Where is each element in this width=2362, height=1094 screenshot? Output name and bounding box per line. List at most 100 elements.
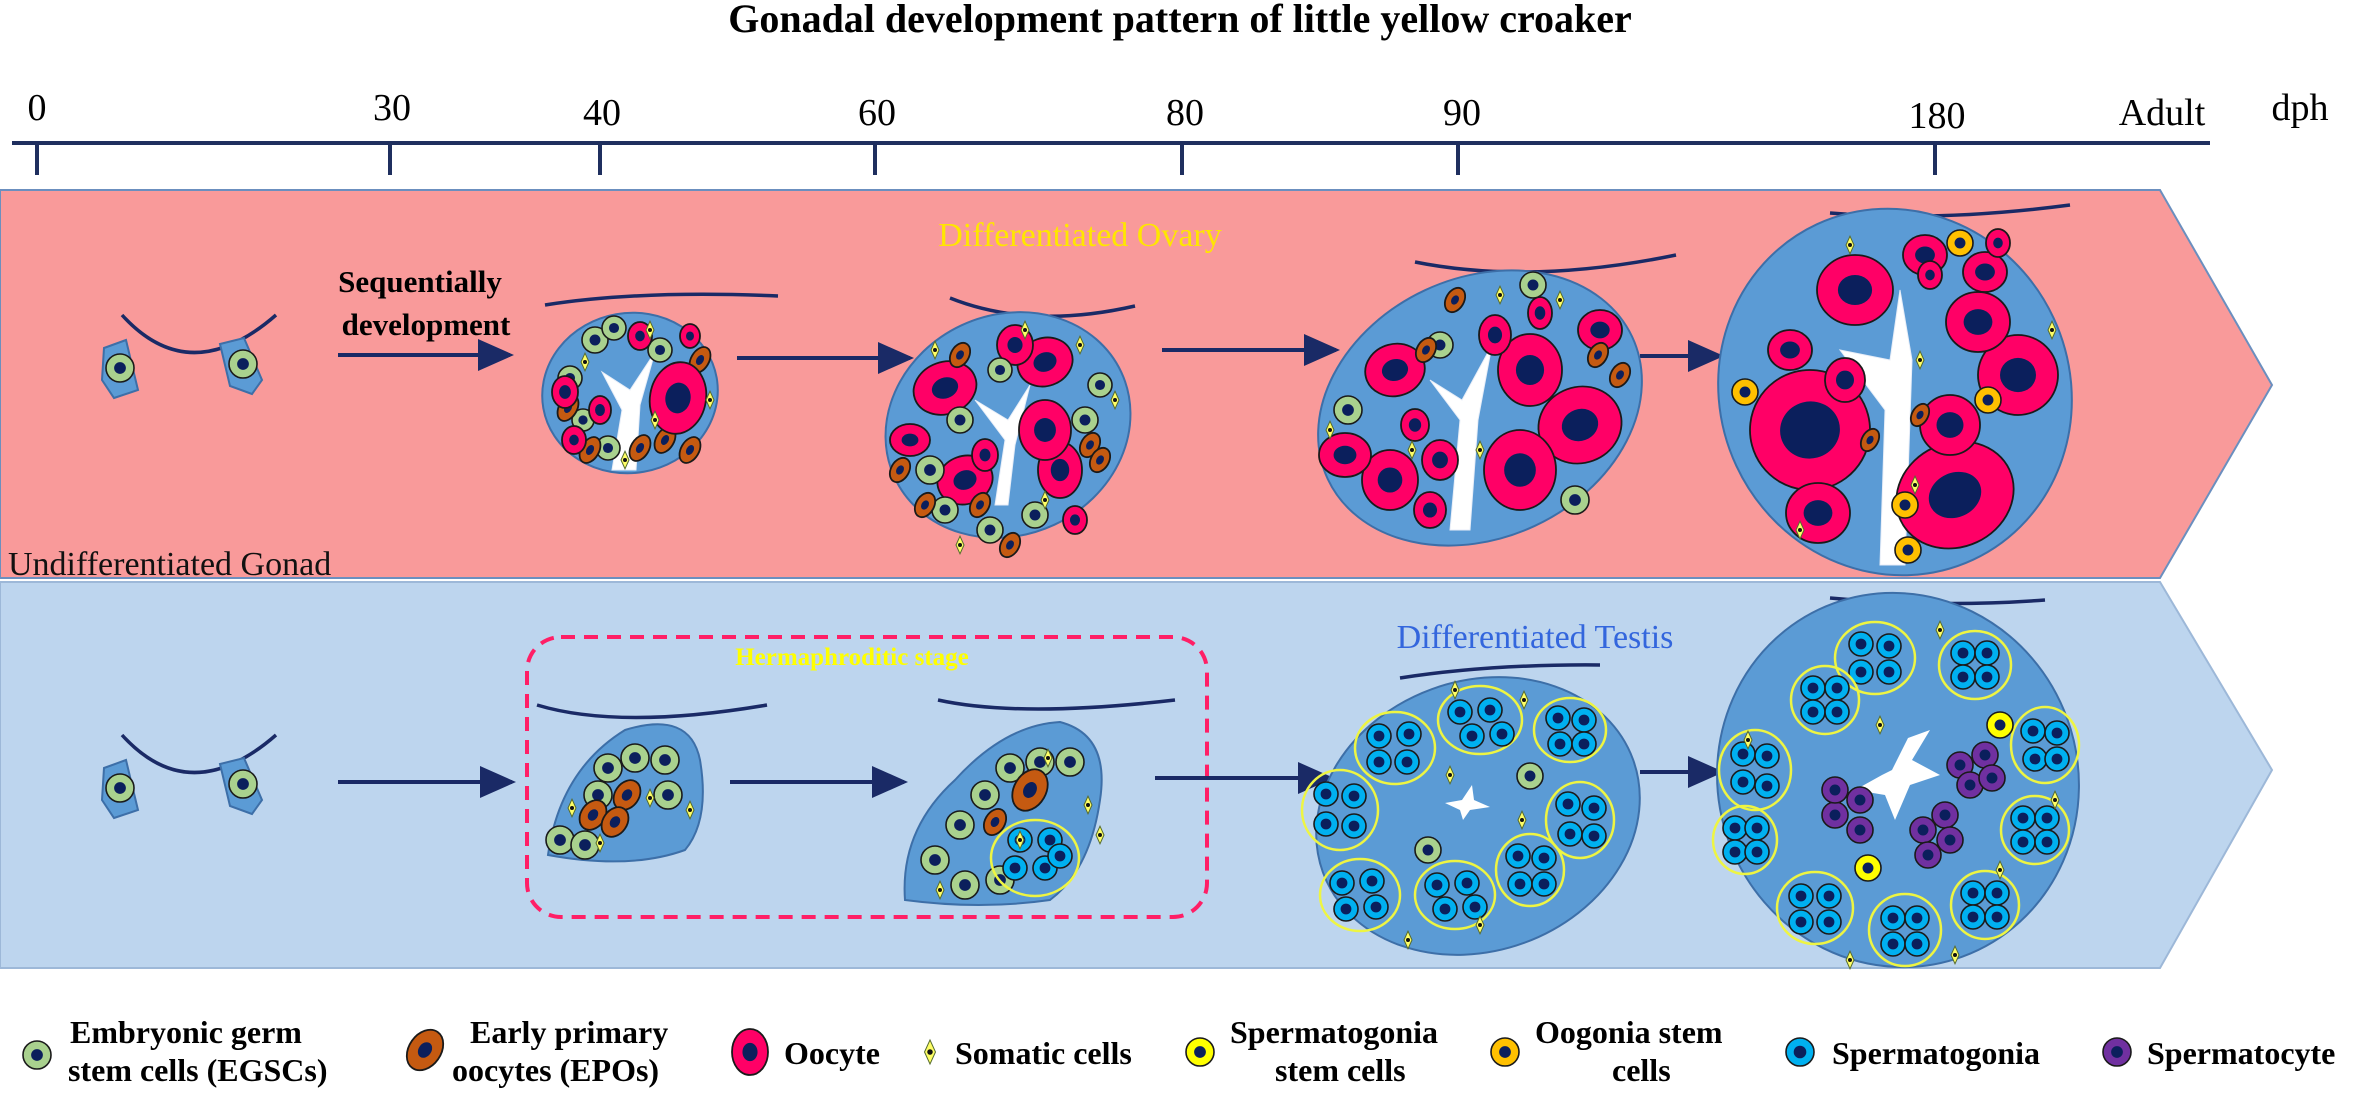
spermatogonia-cell xyxy=(1730,769,1756,795)
spermatogonia-cell xyxy=(1722,839,1748,865)
egsc-cell xyxy=(1414,836,1442,864)
tick-label-180: 180 xyxy=(1909,95,1966,137)
spermatogonia-cell xyxy=(1785,1037,1815,1067)
somatic-cell xyxy=(1407,439,1417,461)
spermatocyte-cell xyxy=(1821,776,1849,804)
spermatogonia-cell xyxy=(1848,659,1874,685)
egsc-cell xyxy=(22,1040,52,1070)
oocyte-cell xyxy=(1816,254,1894,326)
testis-heading: Differentiated Testis xyxy=(1397,619,1674,656)
oocyte-cell xyxy=(971,438,999,472)
somatic-cell xyxy=(1935,619,1945,641)
somatic-cell xyxy=(1110,389,1120,411)
egsc-cell xyxy=(570,830,600,860)
spermatogonia-cell xyxy=(2044,746,2070,772)
somatic-cell xyxy=(1845,234,1855,256)
spermatogonia-cell xyxy=(1531,871,1557,897)
egsc-cell xyxy=(1021,501,1049,529)
somatic-cell xyxy=(1915,349,1925,371)
somatic-cell xyxy=(595,832,605,854)
spermatogonia-cyst xyxy=(1949,869,2021,941)
og-stem-cell xyxy=(1894,536,1922,564)
somatic-cell xyxy=(645,319,655,341)
legend-egsc-line1: Embryonic germ xyxy=(70,1014,302,1050)
egsc-cell xyxy=(545,825,575,855)
oocyte-cell xyxy=(731,1028,769,1076)
spermatogonia-cell xyxy=(1571,731,1597,757)
egsc-cell xyxy=(653,780,683,810)
spermatogonia-cell xyxy=(1816,883,1842,909)
ovarian-lumen xyxy=(1429,344,1493,531)
egsc-cell xyxy=(581,326,609,354)
spermatogonia-cell xyxy=(1363,894,1389,920)
spermatogonia-cell xyxy=(1341,783,1367,809)
oocyte-cell xyxy=(1483,429,1557,511)
epo-cell xyxy=(1586,341,1610,369)
ovary-90dph xyxy=(1317,253,1677,547)
somatic-cell xyxy=(1950,944,1960,966)
spermatogonia-cell xyxy=(1507,871,1533,897)
spermatogonia-cell xyxy=(1359,868,1385,894)
ovary-heading: Differentiated Ovary xyxy=(938,217,1222,254)
somatic-cell xyxy=(923,1038,937,1066)
oocyte-cell xyxy=(1062,505,1088,535)
somatic-cell xyxy=(705,389,715,411)
egsc-cell xyxy=(105,773,135,803)
gonad-outline-curve xyxy=(120,733,278,775)
spermatogonia-cyst xyxy=(1717,728,1793,812)
oocyte-cell xyxy=(1577,309,1623,351)
egsc-cell xyxy=(601,315,627,341)
testis-lumen xyxy=(1855,730,1940,820)
spermatogonia-cell xyxy=(1313,811,1339,837)
spermatogonia-cell xyxy=(1722,815,1748,841)
somatic-cell xyxy=(2050,789,2060,811)
somatic-cell xyxy=(567,797,577,819)
epo-cell xyxy=(968,491,992,519)
oocyte-cell xyxy=(1785,482,1851,544)
testis-lumen xyxy=(1445,785,1490,820)
egsc-cell xyxy=(105,353,135,383)
somatic-cell xyxy=(1845,949,1855,971)
og-stem-cell xyxy=(1891,491,1919,519)
spermatogonia-cell xyxy=(1800,675,1826,701)
sg-stem-cell xyxy=(1986,711,2014,739)
spermatogonia-cell xyxy=(1876,633,1902,659)
spermatogonia-cell xyxy=(1333,896,1359,922)
somatic-cell xyxy=(955,534,965,556)
egsc-cell xyxy=(593,753,623,783)
somatic-cell xyxy=(1325,419,1335,441)
spermatocyte-cell xyxy=(1846,786,1874,814)
oocyte-cell xyxy=(1824,357,1866,403)
ovary-180dph xyxy=(1717,203,2073,577)
egsc-cell xyxy=(987,357,1013,383)
tick-label-90: 90 xyxy=(1443,92,1481,134)
spermatogonia-cell xyxy=(1730,741,1756,767)
spermatogonia-cell xyxy=(2020,718,2046,744)
egsc-cell xyxy=(228,769,258,799)
legend: Embryonic germ stem cells (EGSCs) Early … xyxy=(22,1014,2335,1088)
testis-180dph xyxy=(1711,591,2081,971)
tick-label-80: 80 xyxy=(1166,92,1204,134)
spermatogonia-cyst xyxy=(1532,696,1608,764)
oocyte-cell xyxy=(1361,449,1419,511)
gonad-outline-curve xyxy=(120,313,278,355)
spermatogonia-cell xyxy=(1547,731,1573,757)
somatic-cell xyxy=(1075,334,1085,356)
spermatogonia-cell xyxy=(2010,829,2036,855)
ovary-40dph xyxy=(541,292,779,475)
spermatogonia-cell xyxy=(1555,791,1581,817)
oocyte-cell xyxy=(679,323,701,349)
legend-og-stem-line2: cells xyxy=(1612,1052,1671,1088)
ovary-60dph xyxy=(884,296,1136,559)
tick-label-0: 0 xyxy=(28,87,47,129)
oocyte-cell xyxy=(1919,394,1981,456)
somatic-cell xyxy=(1020,319,1030,341)
spermatocyte-cell xyxy=(1846,816,1874,844)
epo-cell xyxy=(600,806,630,838)
spermatogonia-cell xyxy=(1904,931,1930,957)
spermatogonia-cell xyxy=(1477,697,1503,723)
somatic-cell xyxy=(650,409,660,431)
spermatogonia-cell xyxy=(1424,872,1450,898)
hermaphroditic-stage-label: Hermaphroditic stage xyxy=(735,644,969,671)
spermatogonia-cyst xyxy=(1300,768,1380,852)
